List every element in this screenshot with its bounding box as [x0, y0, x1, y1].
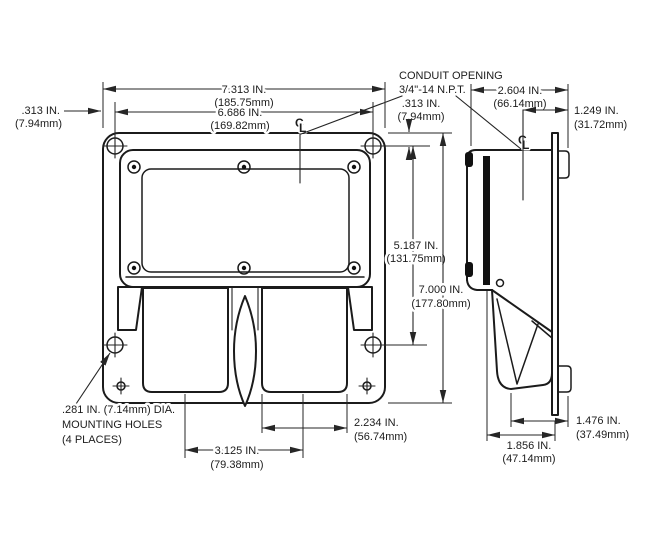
screw-icon	[495, 278, 505, 288]
mounting-hole-bottom-left	[102, 332, 128, 358]
hole-crosshair	[102, 332, 128, 358]
small-hole-bottom-right	[358, 377, 376, 395]
dim-hole-span: 5.187 IN. (131.75mm)	[381, 146, 448, 346]
dim-label: 2.604 IN.	[498, 85, 543, 97]
screw-icon	[127, 160, 141, 174]
note-mounting-holes: .281 IN. (7.14mm) DIA. MOUNTING HOLES (4…	[60, 352, 178, 449]
dim-depth-overall: 2.604 IN. (66.14mm)	[470, 83, 569, 148]
left-flip-door	[142, 287, 229, 393]
hole-crosshair	[358, 377, 376, 395]
plate-edge-profile	[551, 132, 559, 416]
dim-conduit-center: 1.249 IN. (31.72mm)	[523, 103, 630, 134]
dim-label-mm: (131.75mm)	[386, 253, 445, 265]
dim-label-mm: (66.14mm)	[493, 98, 546, 110]
dim-label-mm: (7.94mm)	[397, 111, 444, 123]
dim-label: 7.313 IN.	[222, 84, 267, 96]
dim-label-mm: (7.94mm)	[15, 118, 62, 130]
leader-line-side	[455, 95, 522, 150]
housing-top-profile	[466, 149, 553, 160]
centerline-symbol: L	[299, 121, 306, 135]
screw-icon	[347, 261, 361, 275]
screw-icon	[237, 160, 251, 174]
dim-label: 1.249 IN.	[574, 105, 619, 117]
dim-width-overall: 7.313 IN. (185.75mm)	[102, 82, 386, 128]
dim-label-mm: (47.14mm)	[502, 453, 555, 465]
centerline-front: C L	[294, 115, 308, 184]
dim-label: 5.187 IN.	[394, 240, 439, 252]
dim-label-mm: (31.72mm)	[574, 119, 627, 131]
top-rear-boss	[557, 150, 570, 179]
screw-center	[241, 265, 247, 271]
left-side-tab	[117, 286, 143, 331]
hinge-lug-bottom	[465, 262, 473, 277]
note-line: .281 IN. (7.14mm) DIA.	[62, 404, 175, 416]
dim-width-holes: 6.686 IN. (169.82mm)	[114, 102, 374, 140]
dim-label-mm: (169.82mm)	[210, 120, 269, 132]
screw-center	[351, 164, 357, 170]
dim-edge-offset-top: .313 IN. (7.94mm)	[379, 96, 452, 160]
center-divider	[233, 295, 257, 407]
dim-door-width: 2.234 IN. (56.74mm)	[261, 394, 410, 446]
front-view	[102, 132, 386, 407]
screw-center	[131, 265, 137, 271]
visor-slope-line	[491, 289, 553, 333]
dim-label: 3.125 IN.	[215, 445, 260, 457]
hole-crosshair	[112, 377, 130, 395]
note-conduit-opening: CONDUIT OPENING 3/4"-14 N.P.T.	[300, 68, 522, 150]
dim-lower-depth: 1.476 IN. (37.49mm)	[510, 393, 632, 444]
small-hole-bottom-left	[112, 377, 130, 395]
dim-label-mm: (177.80mm)	[411, 298, 470, 310]
note-line: CONDUIT OPENING	[399, 70, 503, 82]
dimensions-front: 7.313 IN. (185.75mm) 6.686 IN. (169.82mm…	[12, 82, 473, 474]
dim-label: 2.234 IN.	[354, 417, 399, 429]
hinge-lug-top	[465, 152, 473, 167]
dim-label-mm: (37.49mm)	[576, 429, 629, 441]
note-line: MOUNTING HOLES	[62, 419, 162, 431]
dim-height-overall: 7.000 IN. (177.80mm)	[388, 133, 473, 404]
right-flip-door	[261, 287, 348, 393]
screw-icon	[127, 261, 141, 275]
screw-icon	[347, 160, 361, 174]
dim-label: 1.856 IN.	[507, 440, 552, 452]
dimensions-side: CONDUIT OPENING 3/4"-14 N.P.T. C L 2.604…	[300, 68, 632, 468]
leader-line-front	[300, 95, 403, 135]
right-side-tab	[347, 286, 373, 331]
centerline-symbol: L	[522, 138, 529, 152]
dim-label: 1.476 IN.	[576, 415, 621, 427]
screw-icon	[237, 261, 251, 275]
dim-door-centers: 3.125 IN. (79.38mm)	[184, 394, 304, 474]
door-profile-lines	[496, 298, 539, 385]
centerline-symbol: C	[295, 116, 304, 130]
dim-label: .313 IN.	[402, 98, 441, 110]
dim-label: 6.686 IN.	[218, 107, 263, 119]
screw-center	[351, 265, 357, 271]
dim-label-mm: (185.75mm)	[214, 97, 273, 109]
note-line: (4 PLACES)	[62, 434, 122, 446]
lower-taper-outline	[491, 289, 553, 390]
dim-label-mm: (56.74mm)	[354, 431, 407, 443]
note-line: 3/4"-14 N.P.T.	[399, 84, 466, 96]
cover-opening-outline	[141, 168, 350, 273]
lid-bottom-corner	[466, 279, 493, 291]
dim-edge-offset-left: .313 IN. (7.94mm)	[12, 103, 101, 133]
centerline-side: C L	[517, 102, 531, 201]
cover-flange-outline	[119, 149, 371, 288]
dim-label-mm: (79.38mm)	[210, 459, 263, 471]
screw-center	[241, 164, 247, 170]
dim-label: .313 IN.	[21, 105, 60, 117]
dim-body-depth: 1.856 IN. (47.14mm)	[486, 291, 558, 468]
screw-center	[131, 164, 137, 170]
side-view	[465, 132, 572, 416]
cover-screws	[127, 160, 361, 275]
dim-label: 7.000 IN.	[419, 284, 464, 296]
visor-slope-inner-line	[531, 320, 553, 339]
gasket-edge	[483, 156, 490, 285]
bottom-rear-boss	[557, 365, 572, 393]
leader-line	[75, 352, 111, 405]
